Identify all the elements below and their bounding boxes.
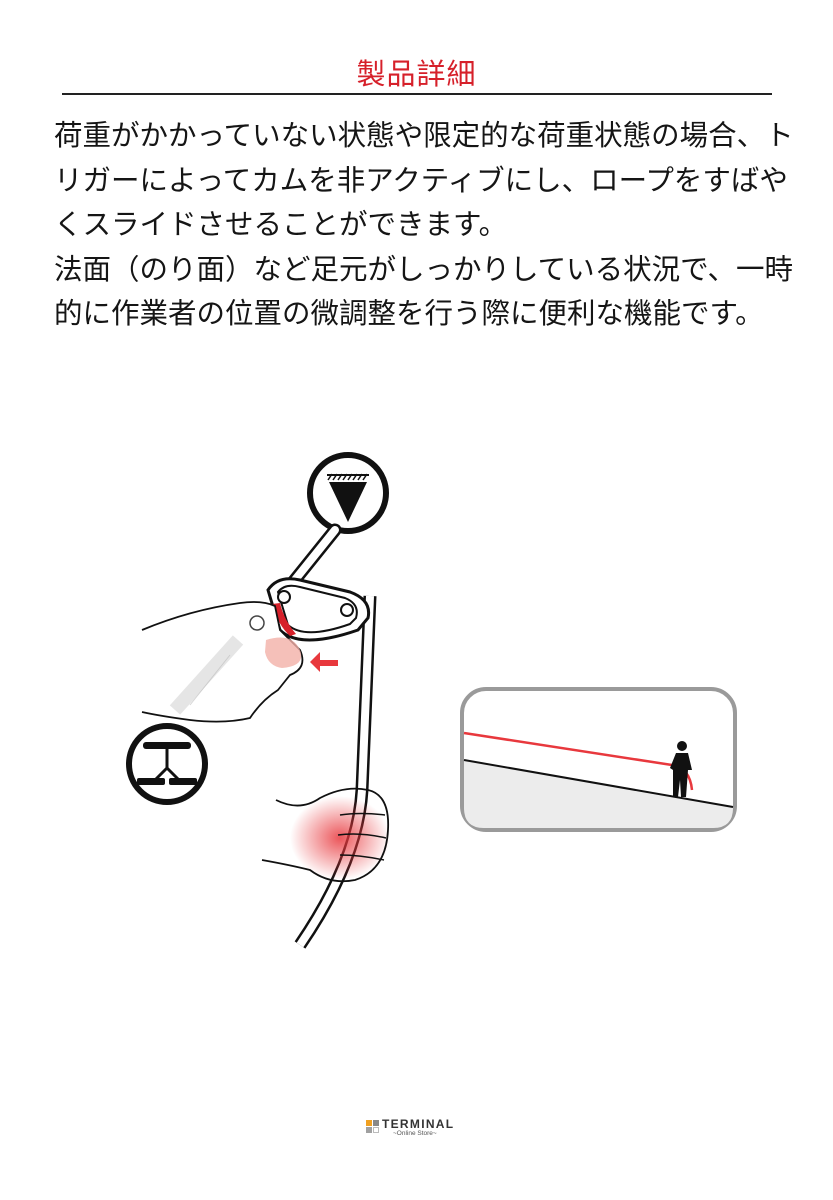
description-paragraph-1: 荷重がかかっていない状態や限定的な荷重状態の場合、トリガーによってカムを非アクテ… bbox=[54, 119, 794, 241]
logo-mark-icon bbox=[366, 1120, 380, 1134]
page-title: 製品詳細 bbox=[356, 57, 477, 91]
title-divider bbox=[62, 93, 772, 95]
product-description: 荷重がかかっていない状態や限定的な荷重状態の場合、トリガーによってカムを非アクテ… bbox=[54, 114, 794, 337]
logo-subtext: ~Online Store~ bbox=[393, 1130, 437, 1137]
press-arrow-icon bbox=[310, 652, 338, 672]
harness-icon bbox=[126, 723, 208, 805]
slope-usage-inset bbox=[460, 687, 737, 832]
product-usage-illustration bbox=[126, 452, 737, 949]
logo-text: TERMINAL bbox=[382, 1117, 455, 1131]
hand-on-trigger bbox=[141, 601, 304, 723]
store-logo[interactable]: TERMINAL ~Online Store~ bbox=[366, 1117, 476, 1140]
anchor-load-icon bbox=[307, 452, 389, 534]
rope-clamp-device bbox=[266, 577, 371, 642]
description-paragraph-2: 法面（のり面）など足元がしっかりしている状況で、一時的に作業者の位置の微調整を行… bbox=[54, 252, 794, 331]
hand-holding-rope bbox=[261, 787, 390, 883]
